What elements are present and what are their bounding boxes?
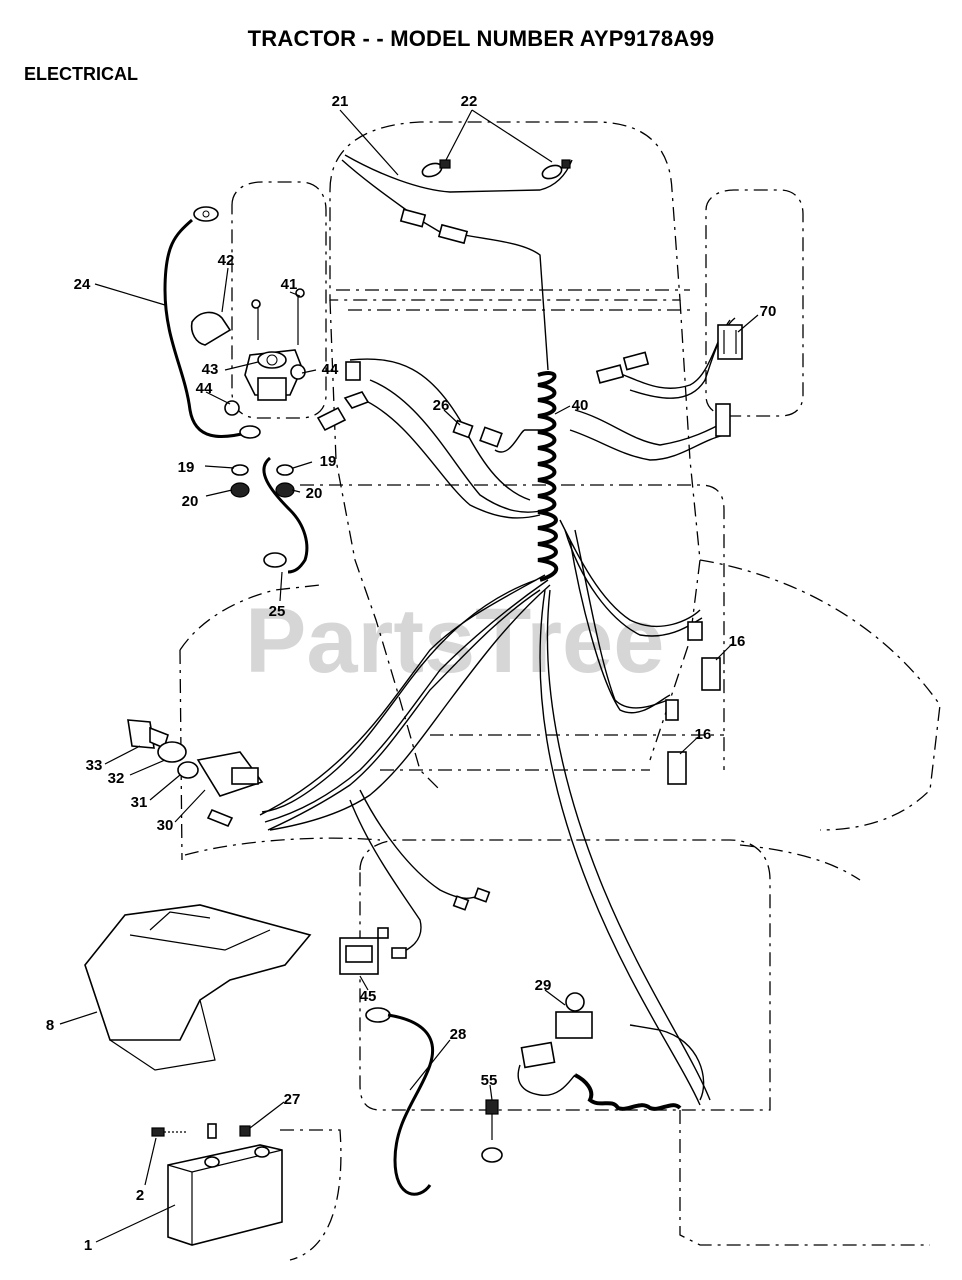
callout-24: 24: [74, 276, 91, 293]
part-26-connector: [452, 419, 503, 448]
callout-20-left: 20: [182, 493, 199, 510]
battery-assembly: [151, 1123, 283, 1246]
solenoid-assembly: [190, 288, 370, 498]
watermark: PartsTree: [245, 590, 664, 692]
callout-8: 8: [46, 1017, 54, 1034]
part-24-ground-cable: [163, 206, 261, 439]
part-8-console: [84, 904, 312, 1071]
callout-19-right: 19: [320, 453, 337, 470]
harness-connectors: [345, 208, 731, 959]
ignition-switch-parts: [127, 719, 264, 828]
callout-1: 1: [84, 1237, 92, 1254]
wire-harness: [259, 154, 736, 1106]
callout-29: 29: [535, 977, 552, 994]
callout-28: 28: [450, 1026, 467, 1043]
section-label: ELECTRICAL: [24, 64, 138, 84]
callout-33: 33: [86, 757, 103, 774]
callout-70: 70: [760, 303, 777, 320]
part-22-lamp-sockets: [421, 159, 571, 180]
callout-32: 32: [108, 770, 125, 787]
callout-44-left: 44: [196, 380, 213, 397]
callout-44-right: 44: [322, 361, 339, 378]
callout-31: 31: [131, 794, 148, 811]
part-29-switch: [517, 992, 593, 1096]
callout-25: 25: [269, 603, 286, 620]
callout-26: 26: [433, 397, 450, 414]
callout-40: 40: [572, 397, 589, 414]
part-55-bolt: [481, 1099, 503, 1163]
part-28-cable: [365, 1007, 435, 1196]
callout-20-right: 20: [306, 485, 323, 502]
part-45-gauge: [339, 937, 379, 975]
callout-30: 30: [157, 817, 174, 834]
callout-19-left: 19: [178, 459, 195, 476]
callout-22: 22: [461, 93, 478, 110]
leader-lines: [59, 109, 759, 1243]
callout-42: 42: [218, 252, 235, 269]
callout-41: 41: [281, 276, 298, 293]
callout-21: 21: [332, 93, 349, 110]
coiled-conduit: [537, 371, 682, 1111]
page-title: TRACTOR - - MODEL NUMBER AYP9178A99: [247, 26, 715, 51]
part-16-switches: [667, 657, 721, 785]
part-70-connector: [717, 324, 743, 360]
callout-55: 55: [481, 1072, 498, 1089]
callout-16-lower: 16: [695, 726, 712, 743]
part-25-cable: [262, 456, 309, 574]
callout-43: 43: [202, 361, 219, 378]
callout-16-upper: 16: [729, 633, 746, 650]
callout-labels: 21 22 24 42 41 43 44 44 70 26 40 19 19 2…: [46, 93, 777, 1254]
callout-2: 2: [136, 1187, 144, 1204]
callout-27: 27: [284, 1091, 301, 1108]
tractor-outline: [179, 121, 941, 1261]
callout-45: 45: [360, 988, 377, 1005]
